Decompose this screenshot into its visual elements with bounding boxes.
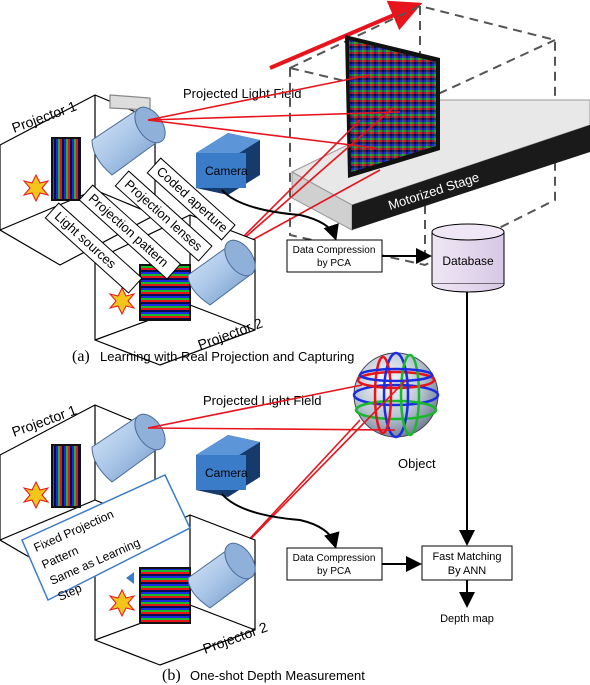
motion-arrow (269, 0, 423, 70)
svg-text:Data Compression: Data Compression (293, 553, 376, 564)
light-source-icon (108, 588, 136, 618)
svg-text:by PCA: by PCA (317, 258, 351, 269)
panel-b: Object Projected Light Field Projector 1… (0, 351, 513, 684)
caption-a-text: Learning with Real Projection and Captur… (100, 349, 354, 364)
svg-text:by PCA: by PCA (317, 566, 351, 577)
object-label: Object (398, 456, 436, 471)
light-source-icon (108, 286, 136, 316)
projection-lens-2b (187, 542, 256, 609)
projection-rays-a (147, 74, 401, 286)
projection-lens-1a (91, 106, 166, 176)
pca-box-b: Data Compression by PCA (286, 547, 383, 581)
light-source-icon (22, 173, 50, 203)
pattern-slide-2b (139, 567, 191, 624)
caption-a-letter: (a) (72, 348, 90, 365)
svg-text:Data Compression: Data Compression (293, 245, 376, 256)
callout-fixed-pattern: Fixed Projection Pattern Same as Learnin… (21, 474, 191, 604)
pattern-slide-1b (51, 444, 81, 508)
motorized-stage: Motorized Stage (290, 99, 590, 231)
pca-box-a: Data Compression by PCA (286, 239, 383, 273)
fast-matching-box: Fast Matching By ANN (421, 545, 513, 581)
pattern-slide-1a (51, 137, 81, 201)
projection-lens-2a (187, 239, 256, 306)
camera-b: Camera (196, 435, 260, 497)
projected-light-field-label-b: Projected Light Field (203, 393, 322, 408)
projected-screen (345, 35, 440, 178)
depth-map-label: Depth map (440, 613, 494, 625)
light-source-icon (22, 480, 50, 510)
caption-b-letter: (b) (162, 667, 181, 684)
database: Database (431, 223, 505, 293)
camera-a: Camera (196, 133, 260, 195)
camera-label-b: Camera (205, 466, 248, 480)
object-sphere (352, 351, 440, 439)
svg-text:Fast Matching: Fast Matching (432, 551, 501, 563)
svg-text:By ANN: By ANN (448, 565, 487, 577)
flow-camera-to-pca-b (221, 493, 340, 549)
database-label: Database (442, 254, 494, 268)
projected-light-field-label-a: Projected Light Field (183, 86, 302, 101)
camera-label-a: Camera (205, 164, 248, 178)
panel-a: Motorized Stage Projected Light Field Pr… (0, 0, 590, 366)
flow-camera-to-pca-a (221, 189, 339, 241)
caption-b-text: One-shot Depth Measurement (190, 668, 365, 683)
